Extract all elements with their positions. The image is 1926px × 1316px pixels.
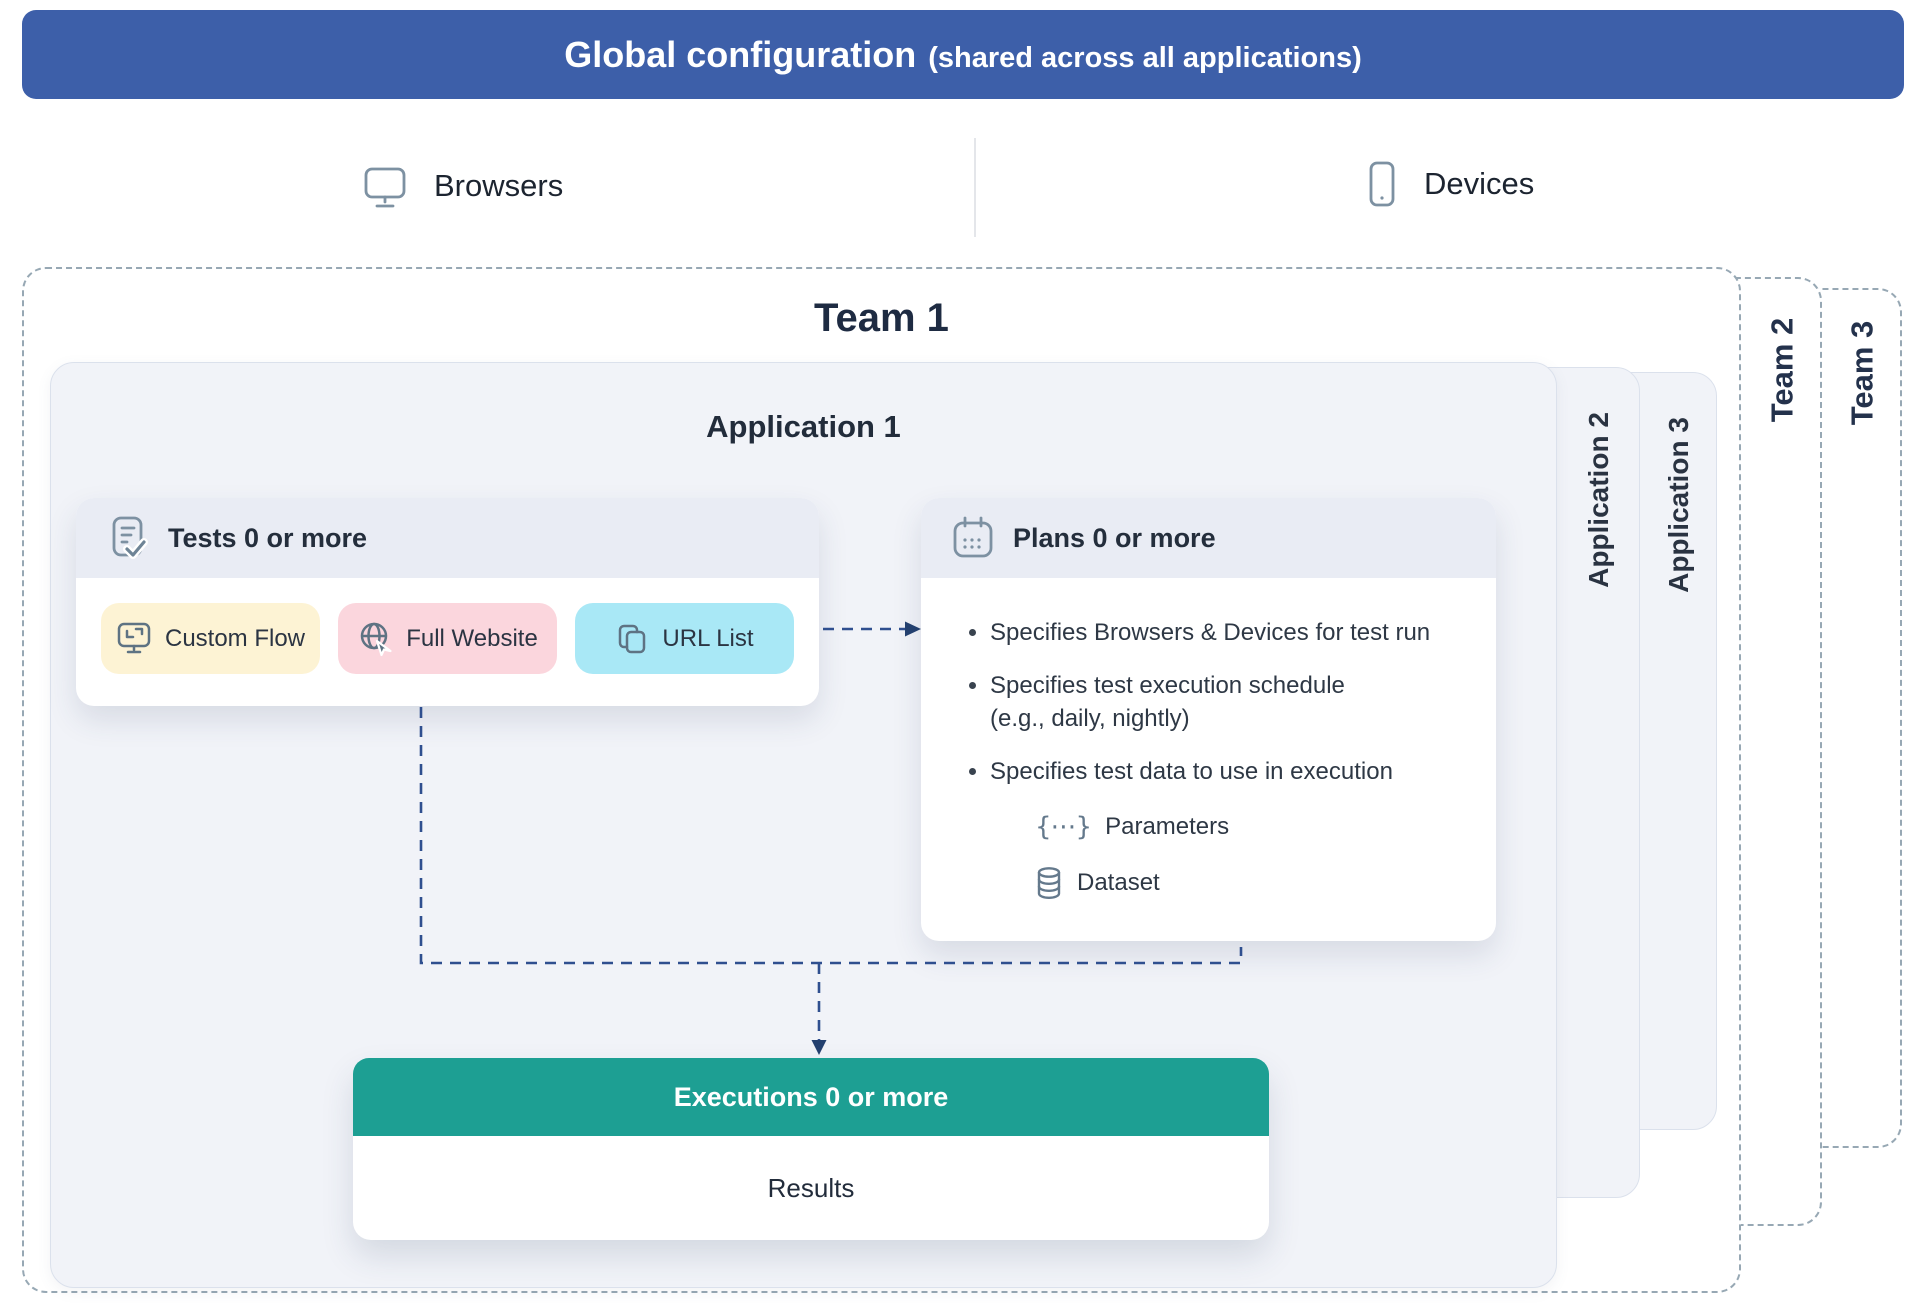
- full-website-pill: Full Website: [338, 603, 557, 674]
- arrow-right-head: [905, 621, 921, 637]
- devices-item: Devices: [1366, 158, 1534, 210]
- application2-label: Application 2: [1583, 412, 1615, 588]
- application1-title: Application 1: [706, 409, 901, 444]
- braces-icon: {⋯}: [1035, 812, 1092, 843]
- tests-card-body: Custom Flow Full Website: [76, 578, 819, 699]
- custom-flow-label: Custom Flow: [164, 624, 306, 652]
- executions-card-title: Executions 0 or more: [673, 1081, 949, 1112]
- team2-label: Team 2: [1764, 317, 1800, 423]
- monitor-pointer-icon: [117, 622, 151, 653]
- globe-cursor-icon: [360, 622, 392, 656]
- parameters-item: {⋯} Parameters: [1035, 812, 1468, 842]
- copy-icon: [619, 624, 646, 653]
- dataset-label: Dataset: [1077, 869, 1160, 897]
- executions-card: Executions 0 or more Results: [353, 1058, 1269, 1240]
- calendar-icon: [953, 516, 993, 558]
- team3-label: Team 3: [1844, 320, 1880, 426]
- devices-label: Devices: [1424, 166, 1535, 201]
- global-config-banner: Global configuration (shared across all …: [22, 10, 1904, 99]
- team1-title: Team 1: [814, 296, 949, 340]
- full-website-label: Full Website: [406, 624, 538, 652]
- url-list-pill: URL List: [575, 603, 794, 674]
- bullet-dot: [969, 768, 976, 776]
- plan-bullet-3: Specifies test data to use in execution: [969, 755, 1468, 788]
- plan-bullet-1: Specifies Browsers & Devices for test ru…: [969, 616, 1468, 649]
- application1-card: Application 1 Tests 0 or more: [50, 362, 1557, 1288]
- plan-bullet-2: Specifies test execution schedule (e.g.,…: [969, 669, 1468, 735]
- tests-card-header: Tests 0 or more: [76, 498, 819, 578]
- smartphone-icon: [1369, 161, 1395, 207]
- global-config-title: Global configuration: [564, 34, 917, 75]
- database-icon: [1037, 867, 1061, 900]
- monitor-icon: [364, 167, 406, 207]
- clipboard-check-icon: [112, 516, 148, 559]
- browsers-label: Browsers: [434, 168, 564, 203]
- custom-flow-pill: Custom Flow: [101, 603, 320, 674]
- global-config-subtitle: (shared across all applications): [928, 42, 1362, 74]
- tests-card: Tests 0 or more Custom Flow: [76, 498, 819, 706]
- results-label: Results: [767, 1172, 855, 1203]
- plans-card-body: Specifies Browsers & Devices for test ru…: [921, 578, 1496, 900]
- bullet-dot: [969, 629, 976, 636]
- tests-card-title: Tests 0 or more: [168, 522, 368, 553]
- plans-card-title: Plans 0 or more: [1013, 522, 1216, 553]
- plans-card: Plans 0 or more Specifies Browsers & Dev…: [921, 498, 1496, 941]
- parameters-label: Parameters: [1105, 813, 1230, 841]
- executions-card-header: Executions 0 or more: [353, 1058, 1269, 1136]
- browsers-item: Browsers: [362, 160, 563, 212]
- bullet-dot: [969, 682, 976, 690]
- plans-card-header: Plans 0 or more: [921, 498, 1496, 578]
- arrow-down-head: [811, 1040, 827, 1055]
- url-list-label: URL List: [662, 624, 754, 652]
- dataset-item: Dataset: [1035, 866, 1468, 900]
- application3-label: Application 3: [1663, 417, 1695, 593]
- executions-card-body: Results: [353, 1136, 1269, 1240]
- global-divider: [974, 138, 976, 237]
